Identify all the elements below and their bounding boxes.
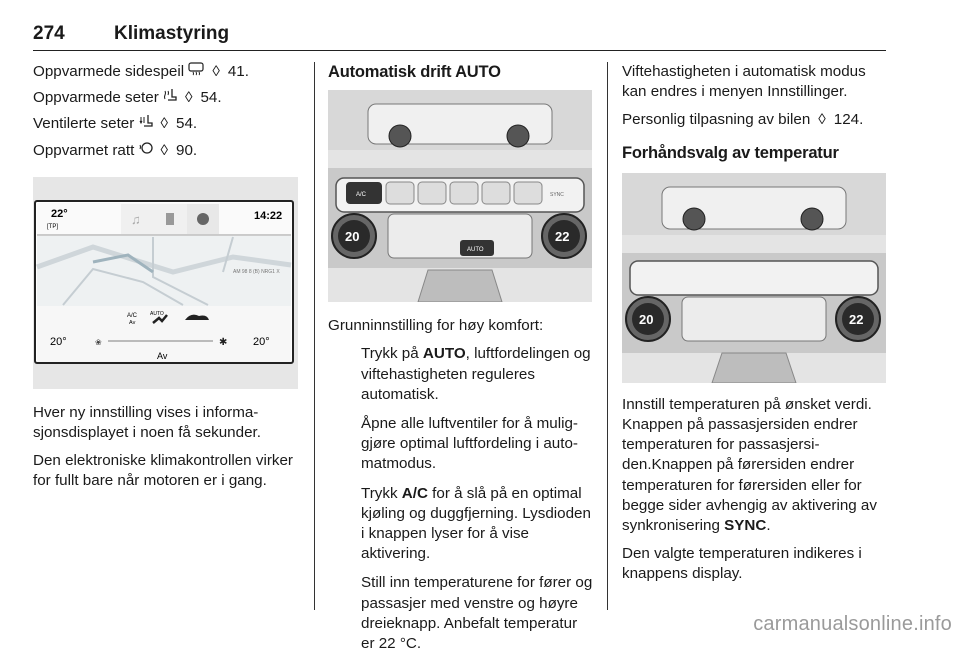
fan-high-icon[interactable]: ✱: [219, 337, 227, 348]
left-temp-knob[interactable]: 20: [345, 229, 359, 244]
music-icon[interactable]: ♫: [131, 212, 141, 227]
list-item: Trykk A/C for å slå på en optimal kjølin…: [361, 484, 591, 563]
section-heading-auto: Automatisk drift AUTO: [328, 63, 501, 81]
page-link[interactable]: 54.: [176, 115, 198, 133]
airflow-icon[interactable]: [152, 314, 168, 324]
display-tp: [TP]: [47, 224, 58, 230]
heated-wheel-icon: [139, 141, 153, 154]
paragraph-set-temperature: Innstill temperaturen på ønsket verdi. K…: [622, 395, 877, 535]
page-ref-arrow-icon: ◊: [184, 89, 193, 107]
column-divider: [314, 62, 315, 610]
section-heading-temperature: Forhåndsvalg av temperatur: [622, 143, 839, 162]
list-item: Still inn temperaturene for fører og pas…: [361, 574, 593, 653]
paragraph-fan-speed: Viftehastigheten i automatisk modus kan …: [622, 63, 866, 101]
list-item: Trykk på AUTO, luftfordelingen og vifteh…: [361, 345, 591, 403]
column-left: Oppvarmede sidespeil ◊ 41. Oppvarmede se…: [33, 62, 301, 500]
display-clock: 14:22: [254, 210, 282, 222]
column-right: Viftehastigheten i automatisk modus kan …: [622, 62, 888, 593]
sync-button[interactable]: SYNC: [550, 192, 564, 198]
page-header: 274 Klimastyring: [33, 0, 886, 51]
page-number: 274: [33, 23, 65, 44]
heated-seat-icon: [164, 89, 177, 101]
ref-heated-mirrors: Oppvarmede sidespeil ◊ 41.: [33, 62, 301, 82]
right-temp-knob[interactable]: 22: [555, 229, 569, 244]
auto-label: AUTO: [150, 311, 164, 317]
fan-state: Av: [157, 351, 168, 361]
column-divider: [607, 62, 608, 610]
list-item: Åpne alle luftventiler for å mulig­gjøre…: [361, 415, 578, 473]
ref-ventilated-seats: Ventilerte seter ◊ 54.: [33, 114, 301, 134]
temp-left: 20°: [50, 336, 67, 348]
left-temp-knob[interactable]: 20: [639, 312, 653, 327]
ventilated-seat-icon: [139, 115, 153, 128]
paragraph-comfort-intro: Grunninnstilling for høy komfort:: [328, 317, 544, 335]
ref-heated-wheel: Oppvarmet ratt ◊ 90.: [33, 141, 301, 161]
page-ref-arrow-icon: ◊: [160, 115, 169, 133]
map-label: AM 98 8 (B) NRG1 X: [233, 269, 280, 275]
page-ref-arrow-icon: ◊: [212, 63, 220, 80]
page-ref-arrow-icon: ◊: [818, 111, 826, 129]
display-temp: 22°: [51, 208, 68, 220]
temp-right: 20°: [253, 336, 270, 348]
climate-panel-temp-illustration: 20 22: [622, 172, 886, 383]
page-link[interactable]: 54.: [200, 89, 222, 107]
bullet-list: Trykk på AUTO, luftfordelingen og vifteh…: [328, 344, 593, 654]
fan-low-icon[interactable]: ❀: [95, 338, 102, 347]
climate-display-illustration: 22° [TP] ♫ 14:22 AM 98 8 (B) NRG1 X A/C …: [33, 176, 298, 389]
paragraph-engine-note: Den elektroniske klimakontrollen virker …: [33, 452, 293, 490]
page-link[interactable]: 124.: [833, 111, 864, 129]
page-link[interactable]: 90.: [176, 141, 198, 159]
column-middle: Automatisk drift AUTO A/C SYNC AUTO 20 2…: [328, 62, 593, 663]
ac-button[interactable]: A/C: [356, 192, 367, 198]
climate-panel-auto-illustration: A/C SYNC AUTO 20 22: [328, 90, 592, 303]
page-ref-arrow-icon: ◊: [160, 141, 169, 159]
page-link[interactable]: 41.: [227, 63, 249, 80]
heated-mirror-icon: [188, 62, 204, 76]
paragraph-personalization: Personlig tilpasning av bilen ◊ 124.: [622, 110, 888, 130]
ac-state: Av: [129, 320, 136, 326]
chapter-title: Klimastyring: [114, 23, 230, 44]
right-temp-knob[interactable]: 22: [849, 312, 863, 327]
climate-tab-icon[interactable]: [197, 212, 209, 225]
ref-heated-seats: Oppvarmede seter ◊ 54.: [33, 88, 301, 108]
ac-label[interactable]: A/C: [127, 313, 138, 319]
paragraph-display-temp: Den valgte temperaturen indikeres i knap…: [622, 545, 862, 583]
phone-icon[interactable]: [166, 212, 174, 225]
footer-watermark: carmanualsonline.info: [753, 613, 952, 635]
auto-button[interactable]: AUTO: [467, 247, 484, 253]
recirculation-icon[interactable]: [185, 314, 209, 320]
paragraph-display-info: Hver ny innstilling vises i informa­sjon…: [33, 403, 261, 442]
